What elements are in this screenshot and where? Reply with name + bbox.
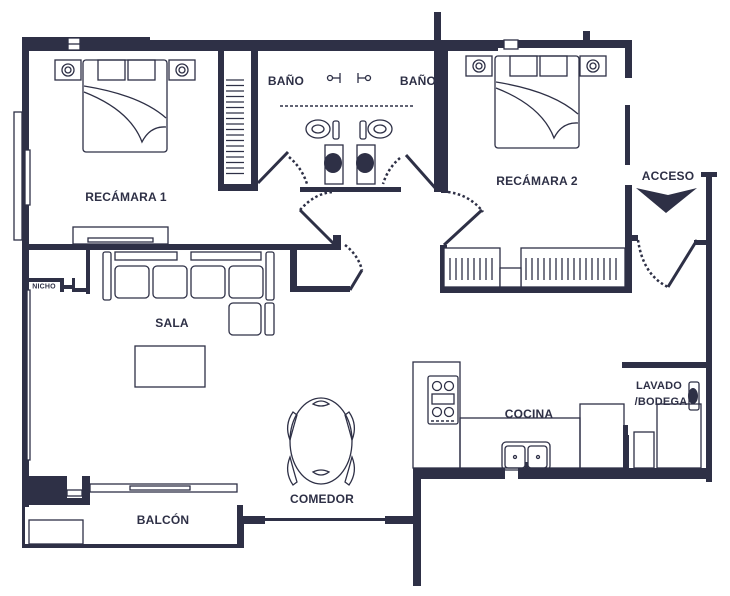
toilet-icon xyxy=(305,119,393,140)
closet-icon xyxy=(72,79,244,245)
walls xyxy=(22,12,717,586)
windows xyxy=(13,37,519,497)
room-label-living: SALA xyxy=(155,316,189,330)
stove-icon xyxy=(427,375,459,425)
sofa-icon xyxy=(102,251,275,336)
niche xyxy=(22,250,90,294)
bed-icon xyxy=(82,59,168,153)
shower-valve-icon xyxy=(326,73,372,83)
room-label-niche: NICHO xyxy=(32,283,56,291)
sink-icon xyxy=(324,144,376,185)
room-label-bedroom2: RECÁMARA 2 xyxy=(496,174,578,188)
bath-fixtures xyxy=(280,73,413,185)
entrance-arrow-icon xyxy=(636,188,697,213)
bed-icon xyxy=(494,55,580,149)
closet-icon xyxy=(443,247,626,288)
room-label-bath-left: BAÑO xyxy=(267,74,305,88)
room-label-laundry-line1: LAVADO xyxy=(635,380,683,392)
dining-table-icon xyxy=(286,397,356,486)
room-label-laundry-line2: /BODEGA xyxy=(634,396,688,408)
room-label-kitchen: COCINA xyxy=(504,407,554,421)
water-heater-icon xyxy=(688,381,700,411)
balcony-planter xyxy=(28,519,84,545)
door-swing-icon xyxy=(256,150,699,291)
nightstand-icon xyxy=(54,55,607,81)
room-label-bath-right: BAÑO xyxy=(399,74,437,88)
room-label-bedroom1: RECÁMARA 1 xyxy=(85,190,167,204)
access-label: ACCESO xyxy=(641,169,695,183)
room-label-balcony: BALCÓN xyxy=(136,513,190,527)
double-sink-icon xyxy=(501,441,551,474)
kitchen-counters xyxy=(412,361,702,470)
room-label-dining: COMEDOR xyxy=(289,492,355,506)
coffee-table-icon xyxy=(134,345,206,388)
